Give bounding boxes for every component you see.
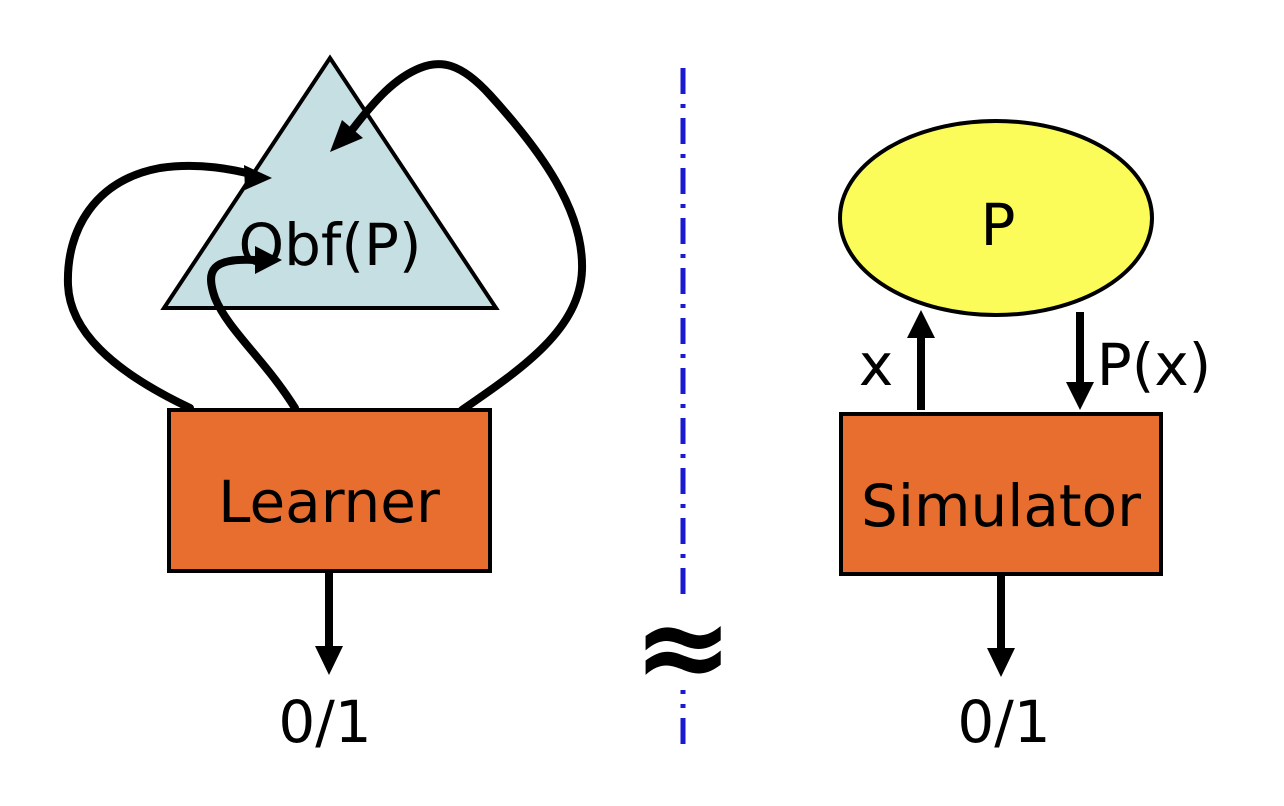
query-loop-inner-arrowhead — [255, 246, 282, 274]
query-loop-right-arrowhead — [330, 120, 363, 152]
simulator-output-label: 0/1 — [957, 688, 1050, 756]
triangle-label: Obf(P) — [238, 211, 421, 279]
query-label: x — [859, 331, 893, 399]
query-arrowhead — [907, 310, 935, 338]
query-loop-right — [348, 60, 587, 414]
simulator-label: Simulator — [861, 472, 1141, 540]
learner-output-label: 0/1 — [278, 688, 371, 756]
approx-symbol-bg — [648, 595, 720, 690]
learner-box — [167, 408, 492, 573]
query-loop-left — [63, 161, 259, 412]
query-loop-left-arrowhead — [244, 165, 272, 190]
approx-symbol: ≈ — [633, 578, 734, 717]
simulator-box — [839, 412, 1163, 576]
learner-output-arrowhead — [315, 646, 343, 675]
learner-label: Learner — [218, 468, 440, 536]
program-ellipse — [838, 119, 1154, 317]
answer-arrowhead — [1066, 382, 1094, 410]
simulator-output-arrowhead — [987, 648, 1015, 677]
program-label: P — [981, 191, 1016, 259]
answer-label: P(x) — [1097, 331, 1212, 399]
query-loop-inner — [207, 255, 299, 412]
